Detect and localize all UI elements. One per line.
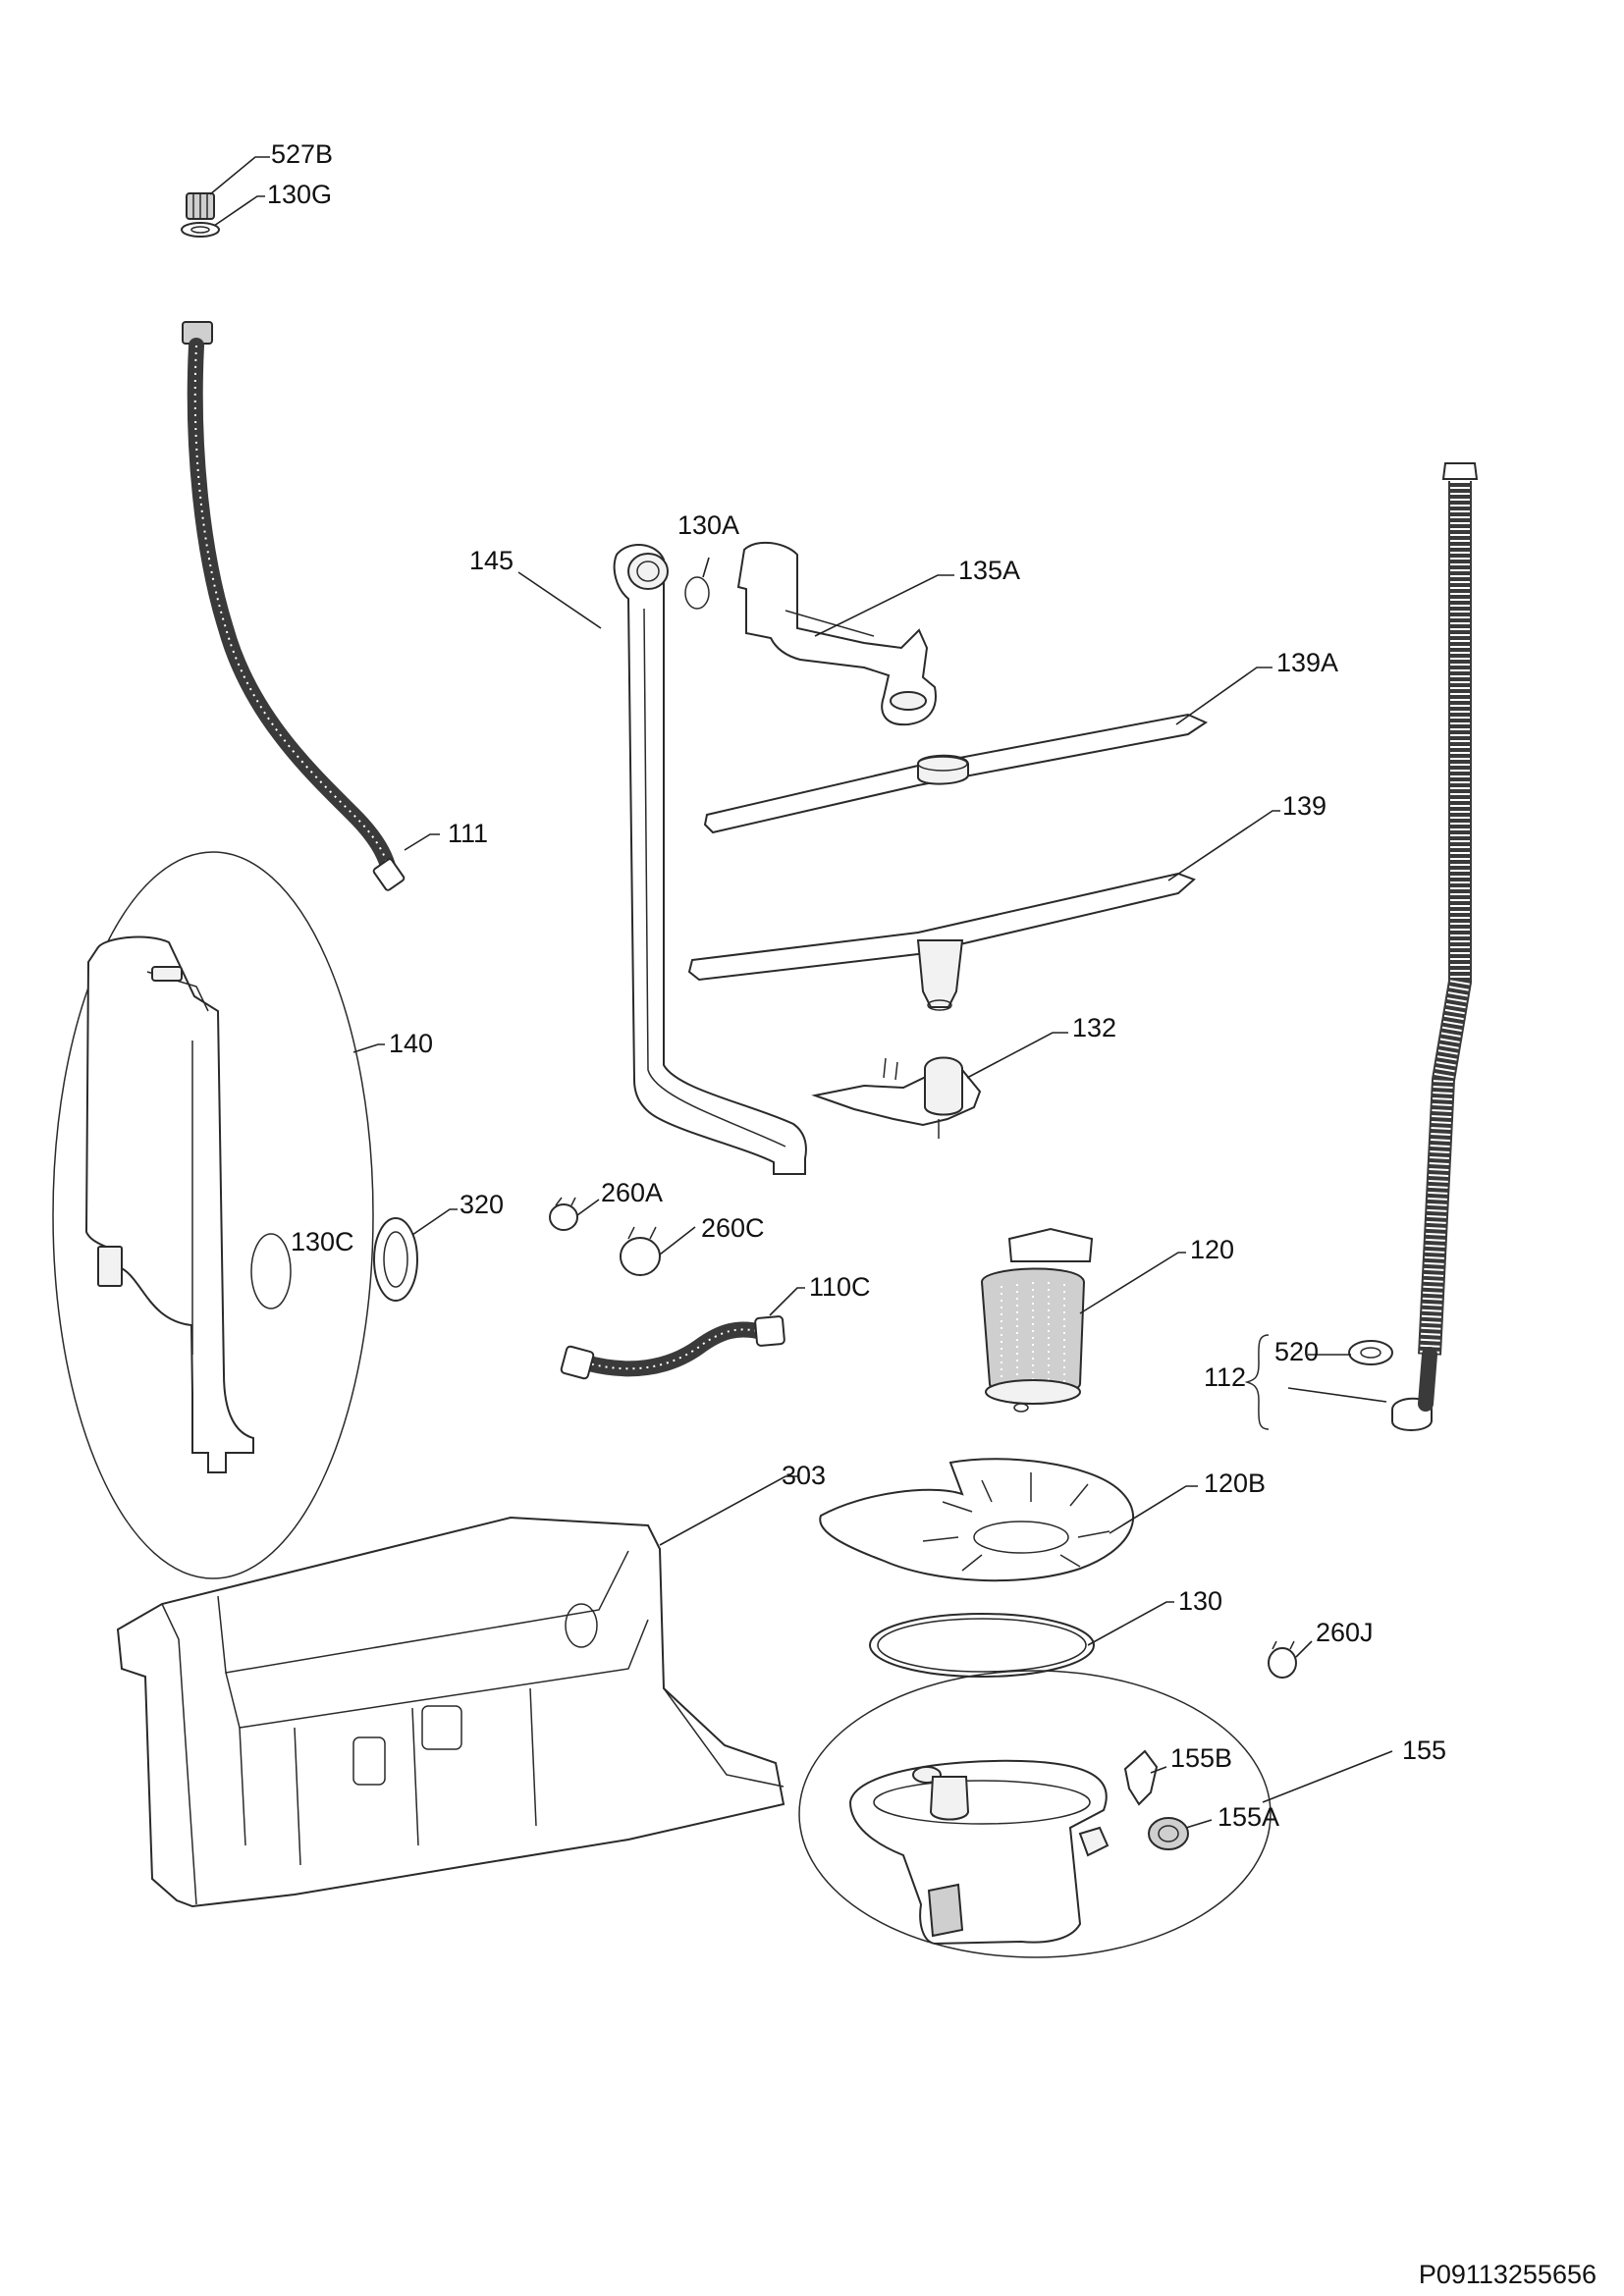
label-155b[interactable]: 155B xyxy=(1170,1743,1232,1773)
label-130a[interactable]: 130A xyxy=(677,510,739,540)
label-130c[interactable]: 130C xyxy=(291,1227,354,1256)
part-527b-nut[interactable] xyxy=(186,192,215,220)
leader-303 xyxy=(659,1475,799,1546)
label-260a[interactable]: 260A xyxy=(601,1178,663,1207)
part-155a-connector[interactable] xyxy=(1148,1817,1189,1850)
leader-110c xyxy=(769,1287,805,1316)
label-110c[interactable]: 110C xyxy=(809,1272,871,1302)
leader-140 xyxy=(352,1043,385,1053)
label-303[interactable]: 303 xyxy=(782,1461,826,1490)
part-130a-o-ring[interactable] xyxy=(684,576,710,610)
leader-260a xyxy=(576,1199,600,1216)
label-139a[interactable]: 139A xyxy=(1276,648,1338,677)
leader-527b xyxy=(209,156,270,195)
part-112-drain-hose[interactable] xyxy=(1391,462,1479,1431)
label-155a[interactable]: 155A xyxy=(1218,1802,1279,1832)
label-260c[interactable]: 260C xyxy=(701,1213,765,1243)
leader-139a xyxy=(1175,667,1272,725)
part-320-ring-nut[interactable] xyxy=(373,1217,418,1302)
leader-260c xyxy=(659,1226,696,1255)
part-132-hub-bracket[interactable] xyxy=(811,1056,982,1140)
label-130g[interactable]: 130G xyxy=(267,180,332,209)
leader-132 xyxy=(966,1032,1068,1079)
leader-120b xyxy=(1109,1485,1198,1534)
leader-145 xyxy=(517,571,602,629)
leader-155b xyxy=(1150,1766,1167,1774)
part-130c-seal[interactable] xyxy=(250,1233,292,1309)
part-140-water-tank-group[interactable] xyxy=(52,851,374,1579)
label-520[interactable]: 520 xyxy=(1274,1337,1319,1366)
part-155-sump-group[interactable] xyxy=(798,1670,1272,1958)
leader-260j xyxy=(1295,1640,1313,1658)
leader-112 xyxy=(1287,1387,1387,1403)
label-120[interactable]: 120 xyxy=(1190,1235,1234,1264)
part-120b-filter-plate[interactable] xyxy=(819,1458,1135,1582)
leader-130 xyxy=(1087,1601,1174,1646)
label-120b[interactable]: 120B xyxy=(1204,1468,1266,1498)
label-320[interactable]: 320 xyxy=(460,1190,504,1219)
leader-130g xyxy=(213,195,265,227)
part-520-hose-clip[interactable] xyxy=(1348,1340,1393,1365)
label-139[interactable]: 139 xyxy=(1282,791,1326,821)
part-303-base-frame[interactable] xyxy=(116,1516,785,1908)
part-120-filter[interactable] xyxy=(980,1227,1094,1413)
part-260a-clamp[interactable] xyxy=(549,1197,578,1231)
leader-139 xyxy=(1167,810,1280,881)
label-135a[interactable]: 135A xyxy=(958,556,1020,585)
part-111-inlet-hose[interactable] xyxy=(182,321,406,891)
part-260j-clamp[interactable] xyxy=(1268,1640,1297,1679)
part-139a-upper-spray-arm[interactable] xyxy=(703,713,1209,834)
leader-111 xyxy=(404,833,440,851)
part-130g-washer[interactable] xyxy=(181,222,220,238)
label-112[interactable]: 112 xyxy=(1204,1362,1246,1392)
label-111[interactable]: 111 xyxy=(448,819,488,848)
label-145[interactable]: 145 xyxy=(469,546,514,575)
leader-320 xyxy=(411,1208,458,1236)
leader-120 xyxy=(1079,1252,1186,1314)
leader-155 xyxy=(1262,1750,1393,1803)
label-527b[interactable]: 527B xyxy=(271,139,333,169)
label-130[interactable]: 130 xyxy=(1178,1586,1222,1616)
brace-112 xyxy=(1244,1334,1270,1430)
label-260j[interactable]: 260J xyxy=(1316,1618,1374,1647)
part-155b-valve-flap[interactable] xyxy=(1123,1749,1159,1806)
part-130-sump-seal[interactable] xyxy=(869,1613,1095,1678)
label-155[interactable]: 155 xyxy=(1402,1735,1446,1765)
leader-130a xyxy=(702,557,710,578)
label-132[interactable]: 132 xyxy=(1072,1013,1116,1042)
leader-135a xyxy=(814,574,954,637)
part-135a-spray-arm-support[interactable] xyxy=(736,541,937,726)
part-260c-clamp[interactable] xyxy=(620,1226,661,1276)
part-139-lower-spray-arm[interactable] xyxy=(687,872,1196,1011)
document-id: P09113255656 xyxy=(1419,2260,1597,2289)
part-145-feed-pipe[interactable] xyxy=(613,543,807,1175)
label-140[interactable]: 140 xyxy=(389,1029,433,1058)
part-110c-connection-hose[interactable] xyxy=(560,1315,785,1380)
leader-155a xyxy=(1185,1819,1213,1829)
